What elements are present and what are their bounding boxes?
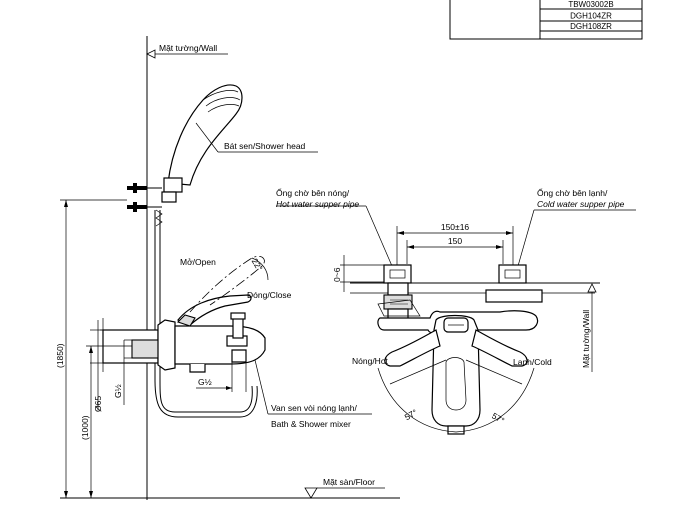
right-rotation-angle: 57° — [490, 411, 506, 426]
hot-label: Nóng/Hot — [352, 356, 389, 366]
bracket-screws — [127, 183, 162, 212]
hot-lever — [384, 329, 441, 367]
cold-supply-label-1: Ống chờ bên lạnh/ — [537, 187, 608, 198]
side-view: Mặt tường/Wall Bát sen/Shower head — [55, 36, 400, 500]
cold-lever — [471, 329, 528, 367]
lever-handle — [177, 294, 252, 326]
hot-supply-label-1: Ống chờ bên nóng/ — [276, 187, 350, 198]
spacing-150-16-label: 150±16 — [441, 222, 470, 232]
height-1000-label: (1000) — [80, 415, 90, 440]
model-row-1: TBW03002B — [568, 0, 613, 9]
side-wall-label: Mặt tường/Wall — [159, 43, 217, 53]
height-1850-label: (1850) — [55, 343, 65, 368]
mixer-body — [102, 294, 266, 373]
hot-supply-label-2: Hot water supper pipe — [276, 199, 359, 209]
depth-0-6-label: 0~6 — [332, 267, 342, 282]
open-label: Mở/Open — [180, 257, 216, 267]
mixer-label-line2: Bath & Shower mixer — [271, 419, 351, 429]
close-label: Đóng/Close — [247, 290, 292, 300]
open-angle: 22° — [250, 257, 265, 273]
model-table: TBW03002B DGH104ZR DGH108ZR — [449, 0, 643, 40]
cold-pipe-fitting — [485, 264, 543, 303]
front-wall-label: Mặt tường/Wall — [581, 310, 591, 368]
shower-hose — [159, 209, 253, 413]
model-row-2: DGH104ZR — [570, 12, 612, 21]
wall-arrow-icon — [146, 49, 156, 59]
cold-label: Lạnh/Cold — [513, 357, 552, 367]
spacing-150-label: 150 — [448, 236, 462, 246]
diameter-65-label: Ø65 — [93, 396, 103, 412]
hot-pipe-fitting — [383, 264, 413, 320]
floor-label: Mặt sàn/Floor — [323, 477, 375, 487]
floor-marker-icon — [304, 487, 318, 499]
inlet-thread-label: G½ — [113, 384, 123, 398]
shower-head-label: Bát sen/Shower head — [224, 141, 306, 151]
model-row-3: DGH108ZR — [570, 22, 612, 31]
mixer-label-line1: Van sen vòi nóng lạnh/ — [271, 403, 357, 413]
outlet-thread-label: G½ — [198, 377, 212, 387]
front-view: Ống chờ bên nóng/ Hot water supper pipe … — [276, 187, 636, 435]
cold-supply-label-2: Cold water supper pipe — [537, 199, 625, 209]
